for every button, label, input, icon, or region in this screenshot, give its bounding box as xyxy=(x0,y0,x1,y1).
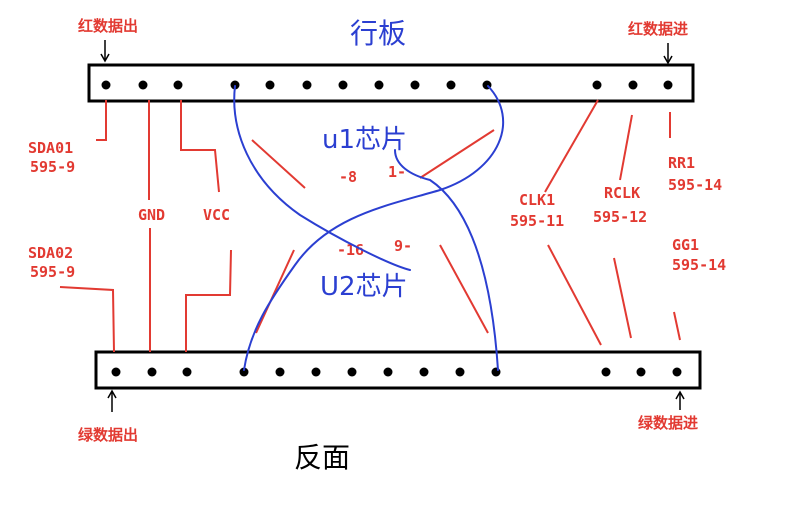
bottom-pin-4 xyxy=(239,367,249,377)
top-pin-1 xyxy=(101,80,111,90)
bottom-pin-11 xyxy=(491,367,501,377)
bottom-pin-14 xyxy=(672,367,682,377)
top-pin-6 xyxy=(302,80,312,90)
u2-chip-label: U2芯片 xyxy=(320,272,408,302)
top-pin-3 xyxy=(173,80,183,90)
rr1-pin-label: 595-14 xyxy=(668,176,722,194)
diagram-title: 行板 xyxy=(350,17,406,50)
bottom-pin-1 xyxy=(111,367,121,377)
red-wires-center xyxy=(251,129,495,334)
bottom-pin-5 xyxy=(275,367,285,377)
bottom-pin-10 xyxy=(455,367,465,377)
bottom-title: 反面 xyxy=(294,441,350,474)
vcc-label: VCC xyxy=(203,206,230,224)
red-wires-right xyxy=(544,99,681,346)
top-right-arrow-head xyxy=(663,55,673,65)
u1-pin8-wire xyxy=(251,139,306,189)
clk-pin-label: 595-11 xyxy=(510,212,564,230)
top-pin-10 xyxy=(446,80,456,90)
sda01-label: SDA01 xyxy=(28,139,73,157)
top-pin-8 xyxy=(374,80,384,90)
rclk-wire-bottom xyxy=(613,257,632,339)
bottom-pin-3 xyxy=(182,367,192,377)
clk-wire-bottom xyxy=(547,244,602,346)
u1-pin1-label: 1- xyxy=(388,163,406,181)
bottom-pin-13 xyxy=(636,367,646,377)
bottom-pin-8 xyxy=(383,367,393,377)
blue-crossover-wires xyxy=(233,85,505,371)
sda02-wire xyxy=(59,286,115,353)
clk-wire-top xyxy=(544,99,599,193)
top-pin-13 xyxy=(628,80,638,90)
bottom-left-arrow-head xyxy=(107,389,117,399)
bottom-pin-7 xyxy=(347,367,357,377)
top-left-arrow-head xyxy=(100,53,110,63)
bottom-header-connector xyxy=(94,350,702,390)
vcc-wire-top xyxy=(180,100,220,193)
top-right-arrow-label: 红数据进 xyxy=(628,20,688,38)
gg1-wire xyxy=(673,311,681,341)
top-pin-5 xyxy=(265,80,275,90)
rclk-pin-label: 595-12 xyxy=(593,208,647,226)
sda01-pin-label: 595-9 xyxy=(30,158,75,176)
sda01-wire xyxy=(96,100,107,141)
blue-wire-c xyxy=(394,149,499,371)
blue-wire-b xyxy=(243,85,505,371)
gg1-pin-label: 595-14 xyxy=(672,256,726,274)
vcc-wire-bottom xyxy=(185,249,232,352)
u2-pin16-label: -16 xyxy=(337,241,364,259)
bottom-right-arrow-label: 绿数据进 xyxy=(638,414,698,432)
top-header-pins xyxy=(101,80,673,90)
top-header-connector xyxy=(87,63,695,103)
sda02-label: SDA02 xyxy=(28,244,73,262)
top-pin-2 xyxy=(138,80,148,90)
u2-pin16-wire xyxy=(255,249,295,334)
u1-pin1-wire xyxy=(419,129,495,179)
blue-wire-a xyxy=(233,85,411,271)
bottom-pin-9 xyxy=(419,367,429,377)
gg1-label: GG1 xyxy=(672,236,699,254)
bottom-pin-12 xyxy=(601,367,611,377)
red-wires-left xyxy=(59,100,232,353)
bottom-pin-6 xyxy=(311,367,321,377)
rclk-wire-top xyxy=(619,114,633,181)
gnd-label: GND xyxy=(138,206,165,224)
top-pin-12 xyxy=(592,80,602,90)
top-left-arrow-label: 红数据出 xyxy=(78,17,138,35)
clk-label: CLK1 xyxy=(519,191,555,209)
bottom-pin-2 xyxy=(147,367,157,377)
sda02-pin-label: 595-9 xyxy=(30,263,75,281)
rclk-label: RCLK xyxy=(604,184,640,202)
bottom-left-arrow-label: 绿数据出 xyxy=(78,426,138,444)
u1-pin8-label: -8 xyxy=(339,168,357,186)
u2-pin9-wire xyxy=(439,244,489,334)
top-pin-4 xyxy=(230,80,240,90)
rr1-label: RR1 xyxy=(668,154,695,172)
u2-pin9-label: 9- xyxy=(394,237,412,255)
top-pin-7 xyxy=(338,80,348,90)
top-pin-9 xyxy=(410,80,420,90)
bottom-right-arrow-head xyxy=(675,390,685,400)
top-pin-14 xyxy=(663,80,673,90)
u1-chip-label: u1芯片 xyxy=(322,125,407,155)
